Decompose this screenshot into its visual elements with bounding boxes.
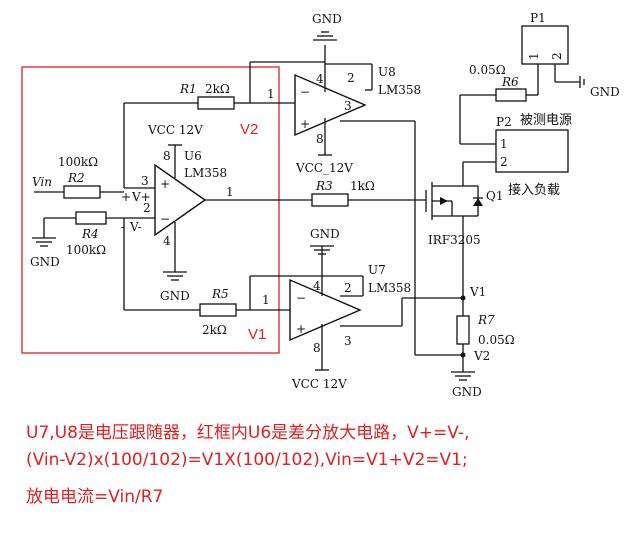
u7-pin3: 3 (344, 334, 352, 348)
vin-label: Vin (32, 175, 52, 189)
annotation-line-2: (Vin-V2)x(100/102)=V1X(100/102),Vin=V1+V… (26, 450, 468, 470)
r3-ref: R3 (315, 179, 333, 193)
p2-pin2: 2 (500, 155, 508, 169)
resistor-r2 (63, 185, 101, 199)
ground-symbol-r7 (451, 371, 475, 381)
r1-value: 2kΩ (205, 82, 230, 96)
resistor-r5 (199, 303, 237, 317)
r2-ref: R2 (67, 171, 85, 185)
u6-pin1: 1 (226, 185, 234, 199)
resistor-r7 (456, 315, 470, 345)
ground-symbol-u7 (310, 245, 334, 255)
u6-pin4: 4 (163, 234, 171, 248)
ground-symbol-r4 (32, 237, 56, 247)
ground-label-r7: GND (452, 385, 482, 399)
u6-model: LM358 (184, 166, 227, 180)
u6-pin2: 2 (143, 201, 151, 215)
u8-minus-sign: − (300, 85, 310, 99)
annotation-line-1: U7,U8是电压跟随器，红框内U6是差分放大电路，V+=V-, (26, 423, 470, 443)
vcc-label-u6: VCC 12V (147, 123, 203, 137)
r6-ref: R6 (501, 75, 519, 89)
r1-ref: R1 (179, 82, 197, 96)
p1-pin2: 2 (550, 52, 564, 60)
u6-plus-mark: + (121, 190, 131, 204)
u7-pin2: 2 (344, 281, 352, 295)
connector-p1 (521, 25, 569, 65)
annotation-line-3: 放电电流=Vin/R7 (26, 487, 164, 507)
v1-label: V1 (469, 285, 486, 299)
v2-label: V2 (473, 349, 490, 363)
r7-value: 0.05Ω (478, 333, 515, 347)
u7-ref: U7 (368, 263, 386, 277)
p1-pin1: 1 (527, 52, 541, 60)
p2-desc: 接入负载 (508, 182, 560, 198)
u7-pin1: 1 (262, 293, 270, 307)
red-v2-label: V2 (240, 121, 258, 138)
resistor-r1 (197, 96, 235, 110)
q1-part: IRF3205 (428, 233, 481, 247)
r4-value: 100kΩ (66, 243, 106, 257)
resistor-r6 (495, 88, 527, 102)
u7-pin8: 8 (313, 341, 321, 355)
u7-model: LM358 (368, 281, 411, 295)
r5-value: 2kΩ (202, 323, 227, 337)
r7-ref: R7 (477, 313, 495, 327)
u8-ref: U8 (378, 65, 396, 79)
u8-model: LM358 (378, 83, 421, 97)
u8-pin2: 2 (347, 71, 355, 85)
r2-value: 100kΩ (58, 155, 98, 169)
v-minus-mark: V- (129, 220, 142, 234)
vcc-label-u7: VCC 12V (291, 377, 347, 391)
r5-ref: R5 (211, 287, 229, 301)
ground-label-u7: GND (310, 227, 340, 241)
ground-label-u8: GND (312, 12, 342, 26)
resistor-r4 (75, 211, 107, 225)
r4-ref: R4 (81, 227, 99, 241)
p2-ref: P2 (496, 115, 512, 129)
u7-pin4: 4 (313, 279, 321, 293)
u8-plus-sign: + (300, 117, 310, 131)
p1-desc: 被测电源 (520, 113, 572, 128)
connector-p2 (495, 129, 569, 173)
vcc-label-u8: VCC_12V (295, 161, 353, 175)
u7-plus-sign: + (296, 322, 306, 336)
resistor-r3 (311, 193, 349, 207)
u6-pin3: 3 (141, 174, 149, 188)
red-highlight-box (21, 66, 280, 354)
mosfet-q1 (425, 170, 483, 298)
u8-pin4: 4 (316, 72, 324, 86)
ground-label-r4: GND (30, 255, 60, 269)
ground-symbol-u6 (163, 271, 187, 281)
r6-value: 0.05Ω (469, 63, 506, 77)
u6-pin8: 8 (163, 149, 171, 163)
r3-value: 1kΩ (350, 179, 375, 193)
red-v1-label: V1 (248, 326, 266, 343)
v2-node (460, 352, 466, 358)
p1-ref: P1 (530, 11, 546, 25)
ground-label-u6: GND (160, 289, 190, 303)
u8-pin3: 3 (344, 99, 352, 113)
u6-plus-sign: + (160, 177, 170, 191)
p2-pin1: 1 (500, 137, 508, 151)
u8-pin1: 1 (267, 87, 275, 101)
u8-pin8: 8 (316, 132, 324, 146)
ground-symbol-u8 (313, 31, 337, 41)
u6-minus-mark: - (121, 220, 125, 234)
opamp-u6: + − (154, 163, 207, 237)
ground-label-p1: GND (590, 85, 620, 99)
q1-ref: Q1 (486, 189, 503, 203)
u7-minus-sign: − (296, 291, 306, 305)
u6-ref: U6 (184, 149, 202, 163)
u6-minus-sign: − (160, 212, 170, 226)
opamp-u8: − + (294, 73, 367, 137)
v-plus-mark: V+ (131, 190, 151, 204)
opamp-u7: − + (289, 278, 362, 342)
